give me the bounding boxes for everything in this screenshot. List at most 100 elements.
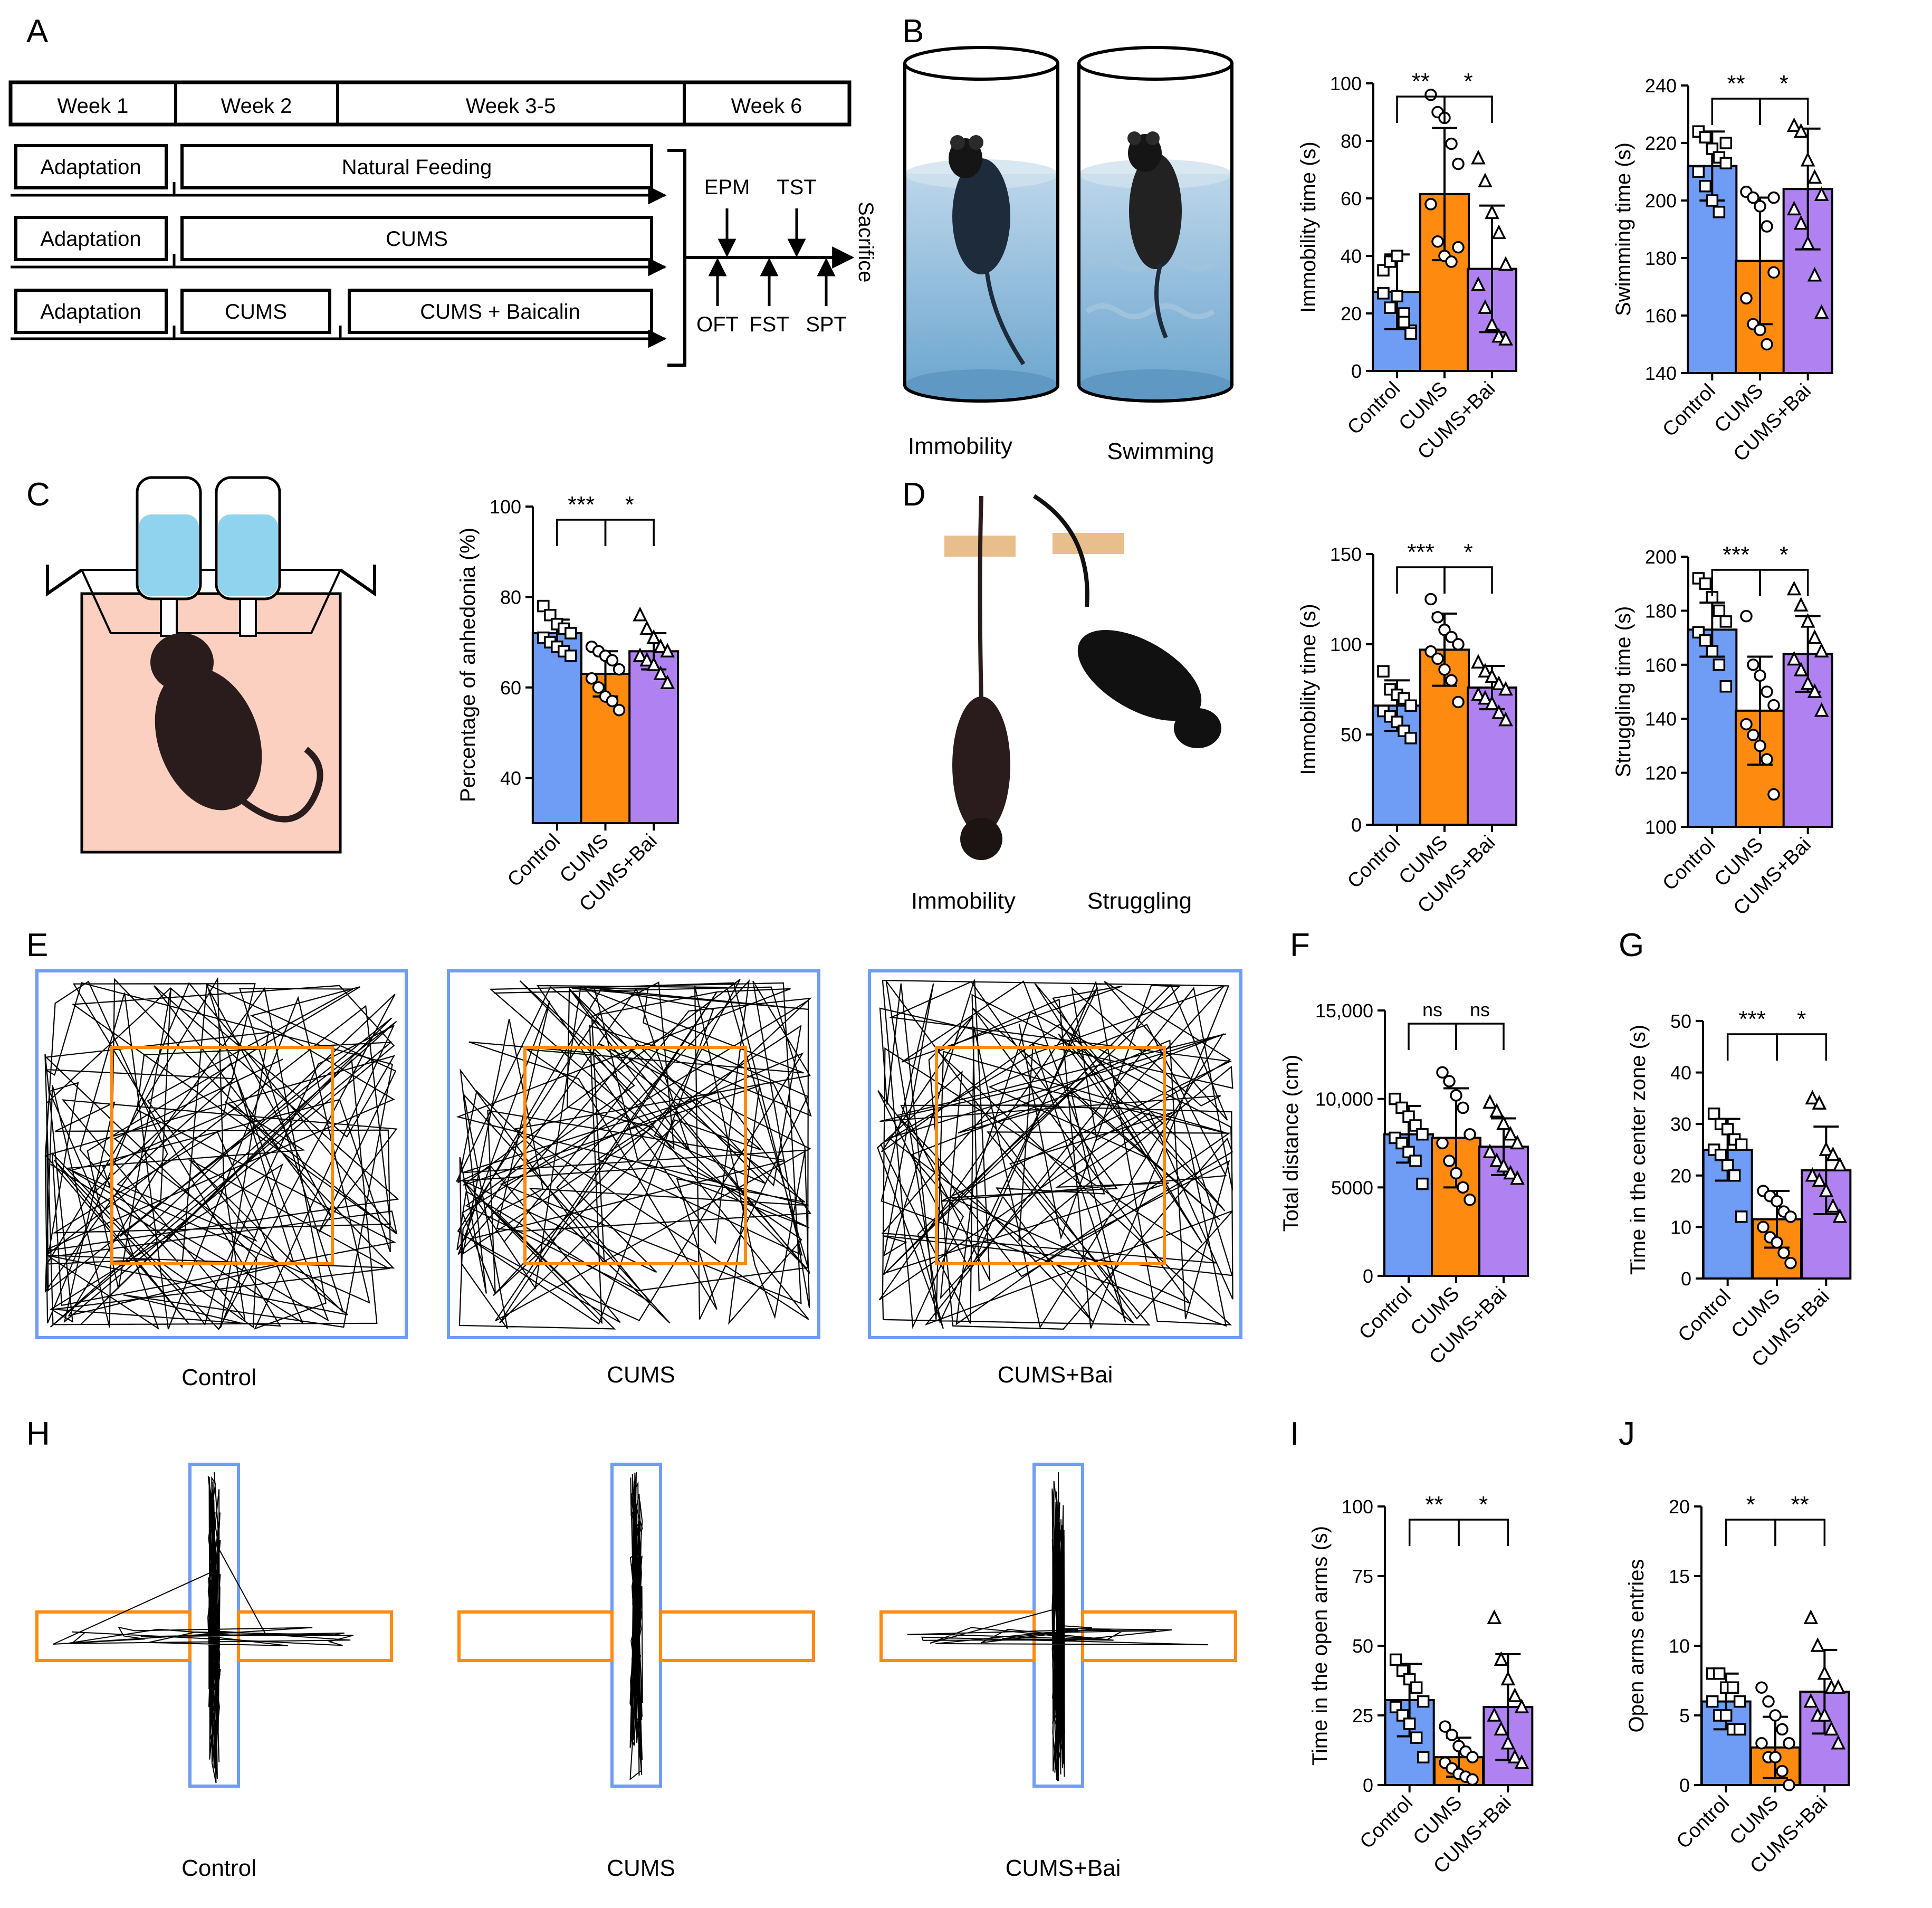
data-point [1783,1737,1795,1750]
significance-bracket [1711,569,1761,596]
data-point [1807,683,1822,698]
y-tick-label: 10 [1669,1635,1690,1657]
data-point [1819,1141,1834,1156]
week-2-label: Week 2 [221,94,292,118]
fst-cylinder-swimming [1077,46,1233,403]
test-oft: OFT [696,313,739,336]
epm-caption-cums: CUMS [607,1855,675,1881]
data-point [1817,1707,1832,1722]
data-point [1733,1723,1746,1736]
panel-label-a: A [26,13,49,50]
data-point [1706,194,1719,207]
epm-caption-control: Control [181,1855,256,1881]
data-point [1485,695,1499,710]
data-point [537,599,550,613]
data-point [1719,615,1733,628]
data-point [1478,663,1493,678]
y-tick-label: 140 [1645,362,1677,384]
data-point [1483,1094,1497,1109]
oft-caption-cums: CUMS [607,1362,675,1388]
significance-bracket [556,519,607,546]
data-point [1832,1157,1848,1172]
significance-bracket [1408,1519,1460,1546]
data-point [1500,1734,1516,1750]
panel-label-d: D [902,476,926,513]
data-point [1457,1101,1469,1114]
y-tick-label: 140 [1645,708,1677,730]
data-point [1491,704,1506,719]
data-point [1776,1764,1788,1778]
significance-label: * [1479,1492,1488,1518]
bar-cums-bai [1467,686,1517,826]
oft-arena-cums-bai [868,969,1242,1339]
data-point [1767,191,1780,204]
y-tick-label: 50 [1341,724,1362,746]
data-point [1389,1653,1402,1666]
data-point [1800,151,1815,167]
y-tick-label: 15 [1669,1566,1690,1587]
x-tick-label: Control [1355,1283,1416,1344]
data-point [1489,1103,1504,1118]
significance-label: ** [1412,69,1430,94]
panel-label-h: H [26,1416,50,1452]
data-point [1692,165,1705,178]
y-tick-label: 25 [1352,1705,1373,1726]
data-point [1507,1749,1523,1763]
test-epm: EPM [704,176,750,199]
data-point [1404,327,1417,340]
data-point [1410,1731,1423,1744]
data-point [1452,695,1465,709]
data-point [1812,1095,1827,1110]
data-point [1391,250,1403,262]
data-point [1417,1751,1430,1763]
data-point [565,650,577,662]
week-6-label: Week 6 [731,94,802,118]
significance-bracket [1408,1023,1457,1050]
data-point [1786,651,1802,666]
row3-phase2: CUMS + Baicalin [420,300,580,323]
tst-caption-struggling: Struggling [1087,888,1192,914]
data-point [1391,716,1403,728]
significance-label: *** [1739,1006,1766,1032]
panel-label-e: E [26,927,48,963]
fst-caption-swimming: Swimming [1107,438,1214,464]
significance-label: * [1780,71,1788,97]
data-point [1726,1681,1739,1694]
data-point [1699,180,1712,193]
data-point [1754,200,1766,213]
data-point [1395,1101,1408,1114]
row2-adaptation: Adaptation [40,227,141,251]
y-tick-label: 0 [1351,814,1362,836]
significance-label: *** [1407,539,1434,565]
data-point [1832,1208,1848,1223]
significance-label: *** [1723,542,1749,568]
data-point [1784,1256,1797,1270]
significance-bracket [604,519,655,546]
x-tick-label: Control [1356,1792,1417,1853]
data-point [1464,1128,1476,1141]
fst-illustration [903,46,1233,403]
significance-bracket [1443,96,1493,123]
data-point [1714,1149,1727,1161]
data-point [1786,201,1802,216]
data-point [1699,634,1712,647]
y-tick-label: 30 [1670,1113,1691,1135]
data-point [1814,304,1829,319]
data-point [1803,1693,1819,1708]
data-point [1389,1092,1401,1105]
y-axis-label: Open arms entries [1625,1559,1648,1732]
data-point [1452,638,1465,651]
data-point [1771,1236,1783,1249]
data-point [1740,718,1753,731]
y-tick-label: 50 [1670,1010,1691,1032]
y-tick-label: 120 [1645,762,1677,784]
panel-label-b: B [902,13,924,50]
data-point [1494,1651,1509,1666]
row1-adaptation: Adaptation [40,156,141,179]
data-point [646,629,662,644]
panel-label-c: C [26,476,50,513]
